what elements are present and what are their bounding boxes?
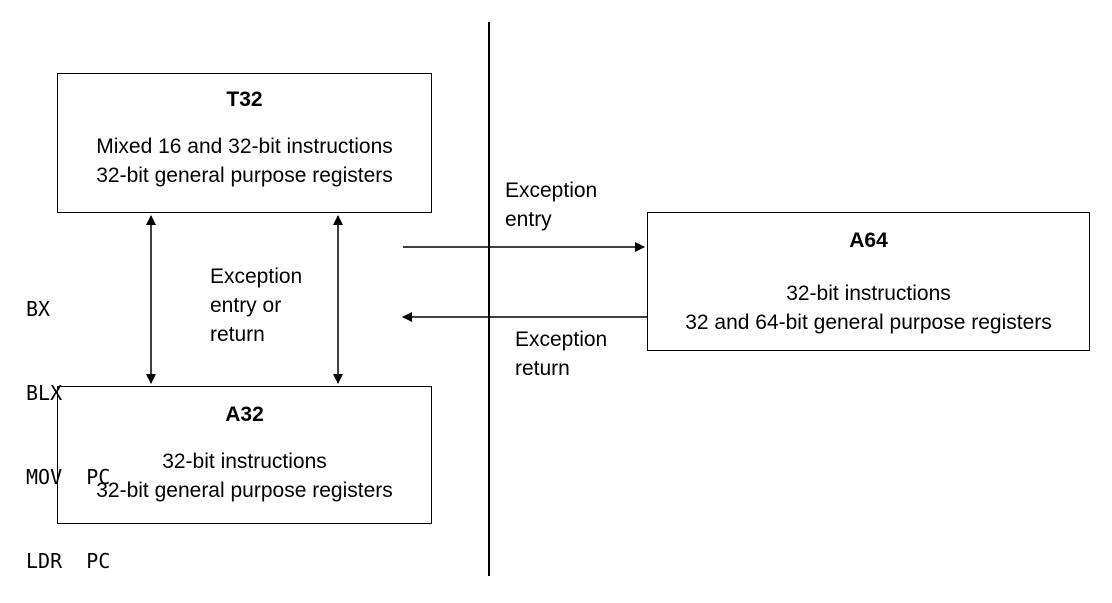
return-label-line-1: Exception [515, 328, 608, 351]
a64-line-1: 32-bit instructions [786, 282, 951, 305]
a64-box: A64 32-bit instructions 32 and 64-bit ge… [647, 212, 1090, 351]
t32-box: T32 Mixed 16 and 32-bit instructions 32-… [57, 73, 432, 213]
a32-line-1: 32-bit instructions [162, 450, 327, 473]
instruction-blx: BLX [26, 381, 63, 405]
return-label-line-2: return [515, 357, 570, 380]
a32-line-2: 32-bit general purpose registers [96, 479, 393, 502]
instruction-bx: BX [26, 297, 51, 321]
middle-label-line-1: Exception [210, 265, 303, 288]
t32-line-1: Mixed 16 and 32-bit instructions [96, 135, 393, 158]
entry-label-line-2: entry [505, 208, 552, 231]
instruction-mov-pc: MOV PC [26, 465, 111, 489]
exception-entry-label: Exception entry [505, 176, 597, 234]
middle-label-line-2: entry or [210, 294, 282, 317]
a64-line-2: 32 and 64-bit general purpose registers [685, 311, 1052, 334]
a32-title: A32 [225, 403, 264, 426]
interworking-instruction-list: BX BLX MOV PC LDR PC [26, 239, 110, 603]
t32-line-2: 32-bit general purpose registers [96, 164, 393, 187]
a32-box: A32 32-bit instructions 32-bit general p… [57, 386, 432, 524]
instruction-ldr-pc: LDR PC [26, 549, 111, 573]
a64-title: A64 [849, 229, 888, 252]
exception-return-label: Exception return [515, 325, 607, 383]
middle-exception-label: Exception entry or return [210, 262, 302, 349]
t32-title: T32 [226, 88, 263, 111]
entry-label-line-1: Exception [505, 179, 598, 202]
middle-label-line-3: return [210, 323, 265, 346]
